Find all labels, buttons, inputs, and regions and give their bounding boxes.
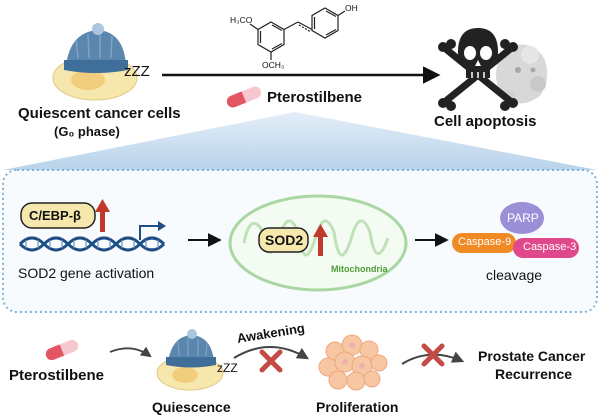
knit-hat-icon bbox=[166, 329, 216, 368]
cell-apoptosis-label: Cell apoptosis bbox=[434, 113, 537, 130]
x-mark-icon bbox=[259, 349, 283, 373]
caspase3-label: Caspase-3 bbox=[523, 241, 577, 253]
parp-blob bbox=[500, 202, 544, 234]
capsule-icon bbox=[45, 339, 79, 361]
upregulation-arrow-icon bbox=[95, 199, 110, 232]
mitochondria-label: Mitochondria bbox=[331, 264, 388, 274]
cleavage-label: cleavage bbox=[486, 267, 543, 283]
proliferation-label: Proliferation bbox=[316, 399, 399, 415]
upregulation-arrow-icon bbox=[313, 224, 328, 256]
zoom-cone bbox=[3, 112, 597, 170]
recurrence-line2-label: Recurrence bbox=[495, 366, 573, 382]
pterostilbene-bottom-label: Pterostilbene bbox=[9, 367, 105, 384]
zzz-label: zZZ bbox=[124, 63, 150, 80]
sod2-label: SOD2 bbox=[265, 232, 304, 248]
dna-helix-icon bbox=[18, 236, 166, 252]
caspase9-label: Caspase-9 bbox=[458, 236, 512, 248]
cebp-label: C/EBP-β bbox=[29, 208, 81, 223]
capsule-icon bbox=[226, 86, 262, 108]
awakening-arrow bbox=[233, 346, 310, 360]
caspase9-blob bbox=[452, 233, 516, 253]
zzz-bottom-label: zZZ bbox=[217, 361, 238, 375]
skull-crossbones-icon bbox=[438, 28, 548, 111]
cebp-box bbox=[20, 202, 96, 229]
g0-phase-label: (G₀ phase) bbox=[54, 124, 120, 139]
pterostilbene-top-label: Pterostilbene bbox=[267, 89, 363, 106]
quiescent-cells-title: Quiescent cancer cells bbox=[18, 105, 181, 122]
x-mark-icon bbox=[421, 343, 445, 367]
recurrence-line1-label: Prostate Cancer bbox=[478, 348, 586, 364]
sleeping-cell-icon bbox=[52, 23, 138, 101]
methoxy-top-label: H₃CO bbox=[230, 15, 253, 25]
quiescence-label: Quiescence bbox=[152, 399, 231, 415]
methoxy-bottom-label: OCH₃ bbox=[262, 60, 285, 70]
knit-hat-icon bbox=[64, 23, 128, 73]
sod2-gene-activation-label: SOD2 gene activation bbox=[18, 265, 155, 281]
hydroxyl-label: OH bbox=[345, 3, 358, 13]
sleeping-cell-icon bbox=[156, 329, 224, 391]
transcription-start-icon bbox=[139, 225, 160, 240]
parp-label: PARP bbox=[507, 211, 539, 225]
caspase3-blob bbox=[513, 238, 579, 258]
sod2-box bbox=[258, 227, 309, 253]
drug-to-quiescence-arrow bbox=[109, 346, 152, 358]
pterostilbene-structure-icon bbox=[249, 7, 346, 60]
